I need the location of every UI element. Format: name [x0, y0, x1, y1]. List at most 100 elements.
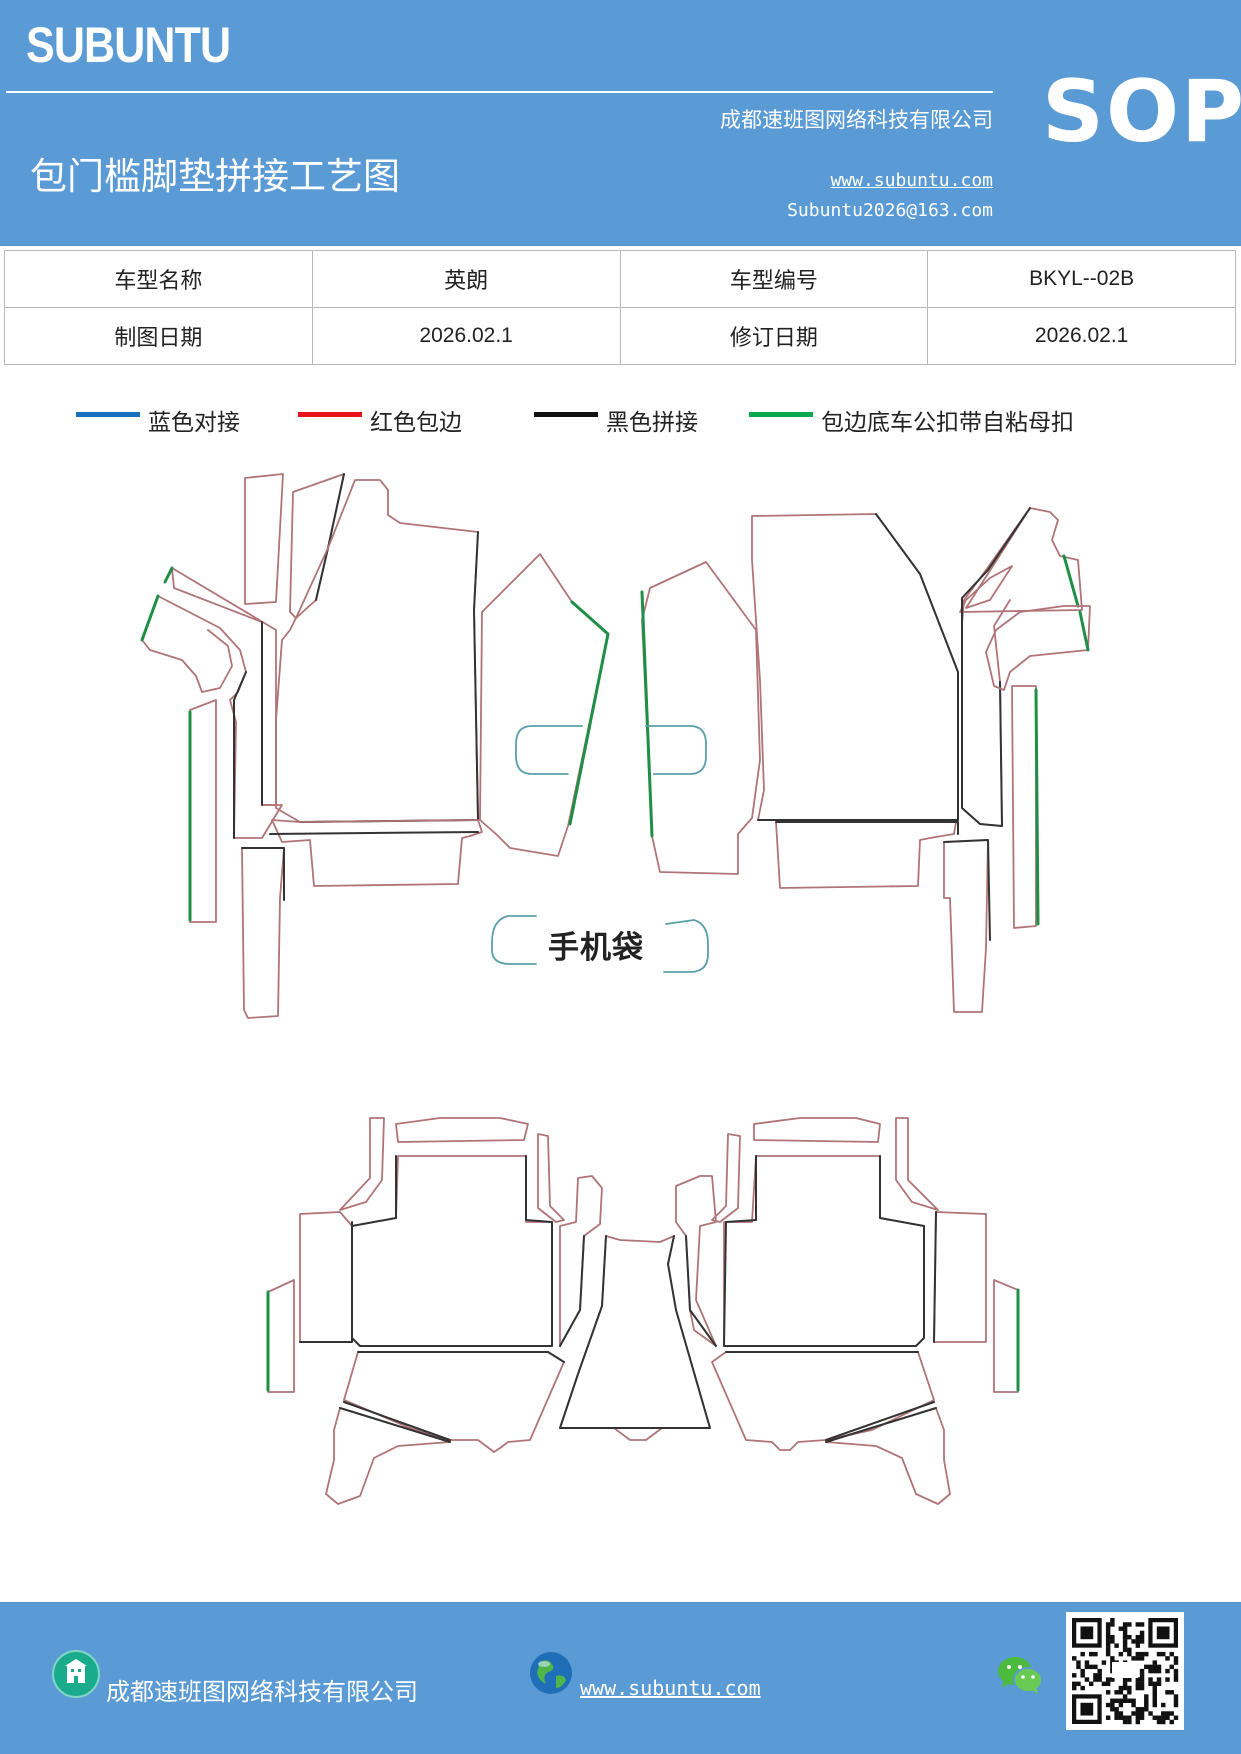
qr-code [1066, 1612, 1184, 1730]
mat-piece [753, 1117, 881, 1143]
footer-website-link[interactable]: www.subuntu.com [580, 1676, 761, 1700]
mat-piece [267, 1279, 295, 1393]
velcro-edge [1078, 610, 1090, 652]
mat-piece [775, 821, 957, 889]
footer-banner: 成都速班图网络科技有限公司 www.subuntu.com [0, 1602, 1241, 1754]
mat-piece [271, 819, 483, 887]
mat-piece [395, 1117, 529, 1143]
mat-piece [675, 1175, 717, 1347]
model-name-label: 车型名称 [4, 250, 313, 308]
butt-joint [663, 919, 709, 973]
mat-piece [933, 1211, 937, 1343]
mat-piece [723, 1155, 925, 1347]
legend-label: 蓝色对接 [148, 410, 240, 436]
mat-piece [711, 1133, 741, 1223]
mat-piece [244, 473, 284, 605]
revise-date-label: 修订日期 [619, 307, 929, 365]
mat-piece [479, 553, 609, 857]
mat-piece [351, 1155, 553, 1347]
mat-piece [141, 595, 233, 693]
header-banner: SUBUNTU SOP 成都速班图网络科技有限公司 包门槛脚垫拼接工艺图 www… [0, 0, 1241, 246]
sop-badge: SOP [1042, 62, 1241, 162]
mat-piece [241, 847, 285, 901]
mat-piece [775, 821, 959, 835]
legend-label: 红色包边 [370, 410, 462, 436]
mat-piece [723, 1155, 925, 1347]
mat-piece [961, 507, 1031, 827]
mat-piece [299, 1221, 353, 1343]
mat-piece [275, 479, 479, 823]
mat-piece [559, 1175, 603, 1347]
velcro-edge [140, 594, 160, 642]
mat-piece [685, 1235, 717, 1347]
mat-piece [241, 847, 285, 1019]
mat-piece [825, 1407, 937, 1443]
website-link[interactable]: www.subuntu.com [830, 170, 993, 191]
mat-piece [961, 507, 1031, 827]
mat-piece [269, 831, 479, 835]
mat-piece [559, 1235, 711, 1429]
mat-piece [299, 1211, 353, 1343]
legend-label: 包边底车公扣带自粘母扣 [821, 410, 1074, 436]
mat-piece [537, 1133, 565, 1223]
legend-swatch-green [749, 411, 813, 417]
mat-piece [339, 1407, 451, 1443]
mat-piece [299, 531, 479, 823]
velcro-edge [1034, 688, 1040, 926]
globe-icon [530, 1652, 572, 1694]
company-name: 成都速班图网络科技有限公司 [720, 108, 993, 132]
model-no-value: BKYL--02B [927, 250, 1236, 308]
mat-piece [933, 1211, 987, 1343]
lower-right-pieces [675, 1117, 1020, 1505]
footer-company: 成都速班图网络科技有限公司 [106, 1678, 418, 1706]
legend-blue: 蓝色对接 [76, 400, 240, 440]
butt-joint [491, 915, 537, 965]
model-name-value: 英朗 [311, 250, 621, 308]
building-icon [52, 1650, 100, 1698]
page-title: 包门槛脚垫拼接工艺图 [30, 155, 400, 198]
upper-right-pieces [491, 507, 1091, 1013]
revise-date-value: 2026.02.1 [927, 307, 1236, 365]
mat-piece [343, 1351, 565, 1453]
velcro-edge [640, 590, 654, 838]
phone-pocket-label: 手机袋 [548, 930, 644, 966]
velcro-edge [568, 600, 610, 826]
mat-piece [751, 513, 959, 821]
butt-joint [515, 725, 583, 775]
mat-piece [757, 513, 959, 821]
mat-pattern-drawing [140, 473, 1091, 1505]
mat-piece [157, 595, 283, 839]
mat-piece [1011, 685, 1037, 929]
mat-piece [189, 699, 217, 923]
header-divider [6, 91, 993, 93]
mat-piece [943, 839, 991, 941]
mat-piece [339, 1117, 385, 1211]
lower-left-pieces [266, 1117, 711, 1505]
brand-logo: SUBUNTU [26, 17, 231, 73]
mat-piece [725, 1351, 935, 1441]
wechat-icon[interactable] [996, 1654, 1044, 1696]
legend-swatch-black [534, 411, 598, 417]
legend-red: 红色包边 [298, 400, 462, 440]
model-no-label: 车型编号 [619, 250, 929, 308]
velcro-edge [163, 566, 174, 584]
mat-piece [943, 839, 989, 1013]
legend-label: 黑色拼接 [606, 410, 698, 436]
table-row: 车型名称 英朗 车型编号 BKYL--02B [4, 250, 1236, 308]
mat-piece [641, 561, 761, 875]
info-table: 车型名称 英朗 车型编号 BKYL--02B 制图日期 2026.02.1 修订… [4, 250, 1236, 365]
mat-piece [895, 1117, 939, 1211]
email-address: Subuntu2026@163.com [787, 200, 993, 221]
legend-swatch-red [298, 411, 362, 417]
mat-piece [343, 1351, 565, 1441]
mat-piece [315, 473, 345, 601]
mat-piece [351, 1155, 553, 1347]
mat-piece [825, 1407, 951, 1505]
draw-date-label: 制图日期 [4, 307, 313, 365]
upper-left-pieces [140, 473, 610, 1019]
table-row: 制图日期 2026.02.1 修订日期 2026.02.1 [4, 307, 1236, 365]
legend-black: 黑色拼接 [534, 400, 698, 440]
draw-date-value: 2026.02.1 [311, 307, 621, 365]
legend-green: 包边底车公扣带自粘母扣 [749, 400, 1074, 440]
mat-piece [233, 621, 263, 839]
